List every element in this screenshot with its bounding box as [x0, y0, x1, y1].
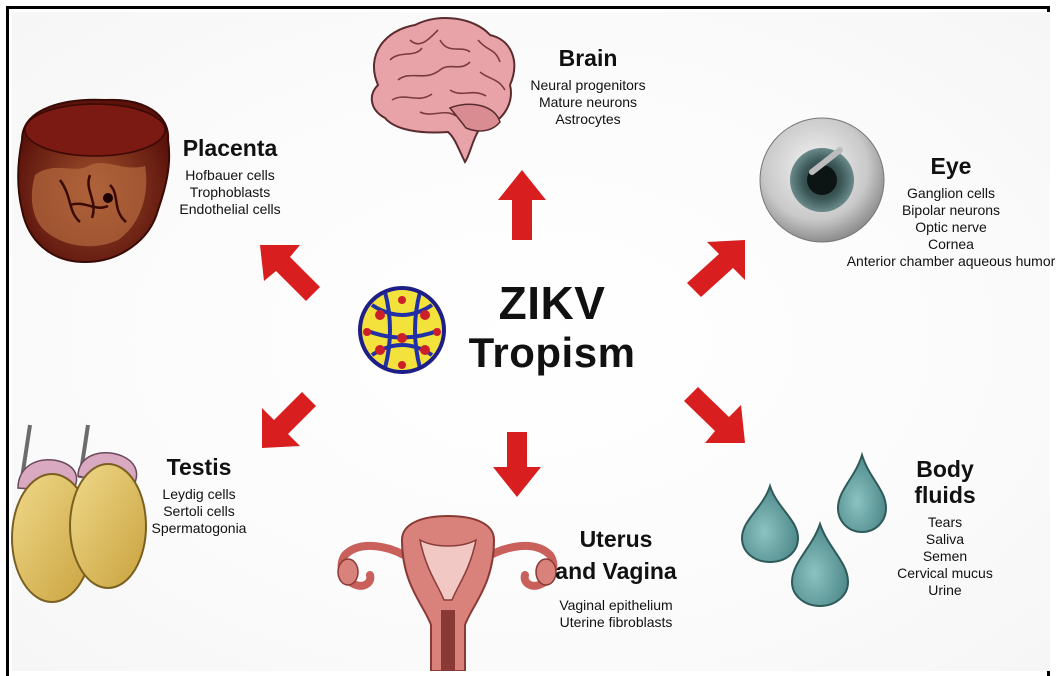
- placenta-label-group: Placenta Hofbauer cells Trophoblasts End…: [160, 135, 300, 218]
- list-item: Uterine fibroblasts: [536, 614, 696, 631]
- placenta-cell-list: Hofbauer cells Trophoblasts Endothelial …: [160, 167, 300, 218]
- uterus-label-group: Uterus and Vagina Vaginal epithelium Ute…: [536, 523, 696, 631]
- eye-cell-list: Ganglion cells Bipolar neurons Optic ner…: [832, 185, 1060, 270]
- list-item: Neural progenitors: [508, 77, 668, 94]
- placenta-heading: Placenta: [160, 135, 300, 161]
- list-item: Endothelial cells: [160, 201, 300, 218]
- list-item: Optic nerve: [832, 219, 1060, 236]
- body-fluids-label-group: Body fluids Tears Saliva Semen Cervical …: [880, 456, 1010, 599]
- brain-heading: Brain: [508, 45, 668, 71]
- list-item: Bipolar neurons: [832, 202, 1060, 219]
- list-item: Leydig cells: [134, 486, 264, 503]
- uterus-heading-line-1: Uterus: [536, 523, 696, 555]
- eye-label-group: Eye Ganglion cells Bipolar neurons Optic…: [832, 153, 1060, 270]
- zika-virus-icon: [360, 288, 444, 372]
- list-item: Cervical mucus: [880, 565, 1010, 582]
- uterus-heading-line-2: and Vagina: [536, 555, 696, 587]
- uterus-icon: [338, 516, 556, 671]
- body-fluids-list: Tears Saliva Semen Cervical mucus Urine: [880, 514, 1010, 599]
- list-item: Saliva: [880, 531, 1010, 548]
- eye-heading: Eye: [832, 153, 1060, 179]
- testis-cell-list: Leydig cells Sertoli cells Spermatogonia: [134, 486, 264, 537]
- drop-icon-1: [838, 455, 886, 532]
- arrow-to-brain: [498, 170, 546, 240]
- list-item: Spermatogonia: [134, 520, 264, 537]
- title-line-2: Tropism: [452, 328, 652, 378]
- list-item: Semen: [880, 548, 1010, 565]
- list-item: Urine: [880, 582, 1010, 599]
- list-item: Trophoblasts: [160, 184, 300, 201]
- drop-icon-3: [792, 524, 848, 606]
- figure-title: ZIKV Tropism: [452, 278, 652, 378]
- arrow-to-eye: [687, 240, 745, 297]
- placenta-icon: [18, 100, 169, 262]
- body-fluids-heading-line-2: fluids: [880, 482, 1010, 508]
- title-line-1: ZIKV: [452, 278, 652, 328]
- arrow-to-testis: [262, 392, 316, 448]
- brain-icon: [372, 18, 514, 162]
- list-item: Hofbauer cells: [160, 167, 300, 184]
- brain-label-group: Brain Neural progenitors Mature neurons …: [508, 45, 668, 128]
- body-fluids-heading-line-1: Body: [880, 456, 1010, 482]
- list-item: Vaginal epithelium: [536, 597, 696, 614]
- arrow-to-body-fluids: [684, 387, 745, 443]
- list-item: Cornea: [832, 236, 1060, 253]
- brain-cell-list: Neural progenitors Mature neurons Astroc…: [508, 77, 668, 128]
- list-item: Sertoli cells: [134, 503, 264, 520]
- list-item: Anterior chamber aqueous humor: [832, 253, 1060, 270]
- list-item: Ganglion cells: [832, 185, 1060, 202]
- testis-heading: Testis: [134, 454, 264, 480]
- testis-icon: [12, 425, 146, 602]
- arrow-to-uterus: [493, 432, 541, 497]
- arrow-to-placenta: [260, 245, 320, 301]
- list-item: Tears: [880, 514, 1010, 531]
- list-item: Astrocytes: [508, 111, 668, 128]
- drop-icon-2: [742, 486, 798, 562]
- uterus-cell-list: Vaginal epithelium Uterine fibroblasts: [536, 597, 696, 631]
- list-item: Mature neurons: [508, 94, 668, 111]
- testis-label-group: Testis Leydig cells Sertoli cells Sperma…: [134, 454, 264, 537]
